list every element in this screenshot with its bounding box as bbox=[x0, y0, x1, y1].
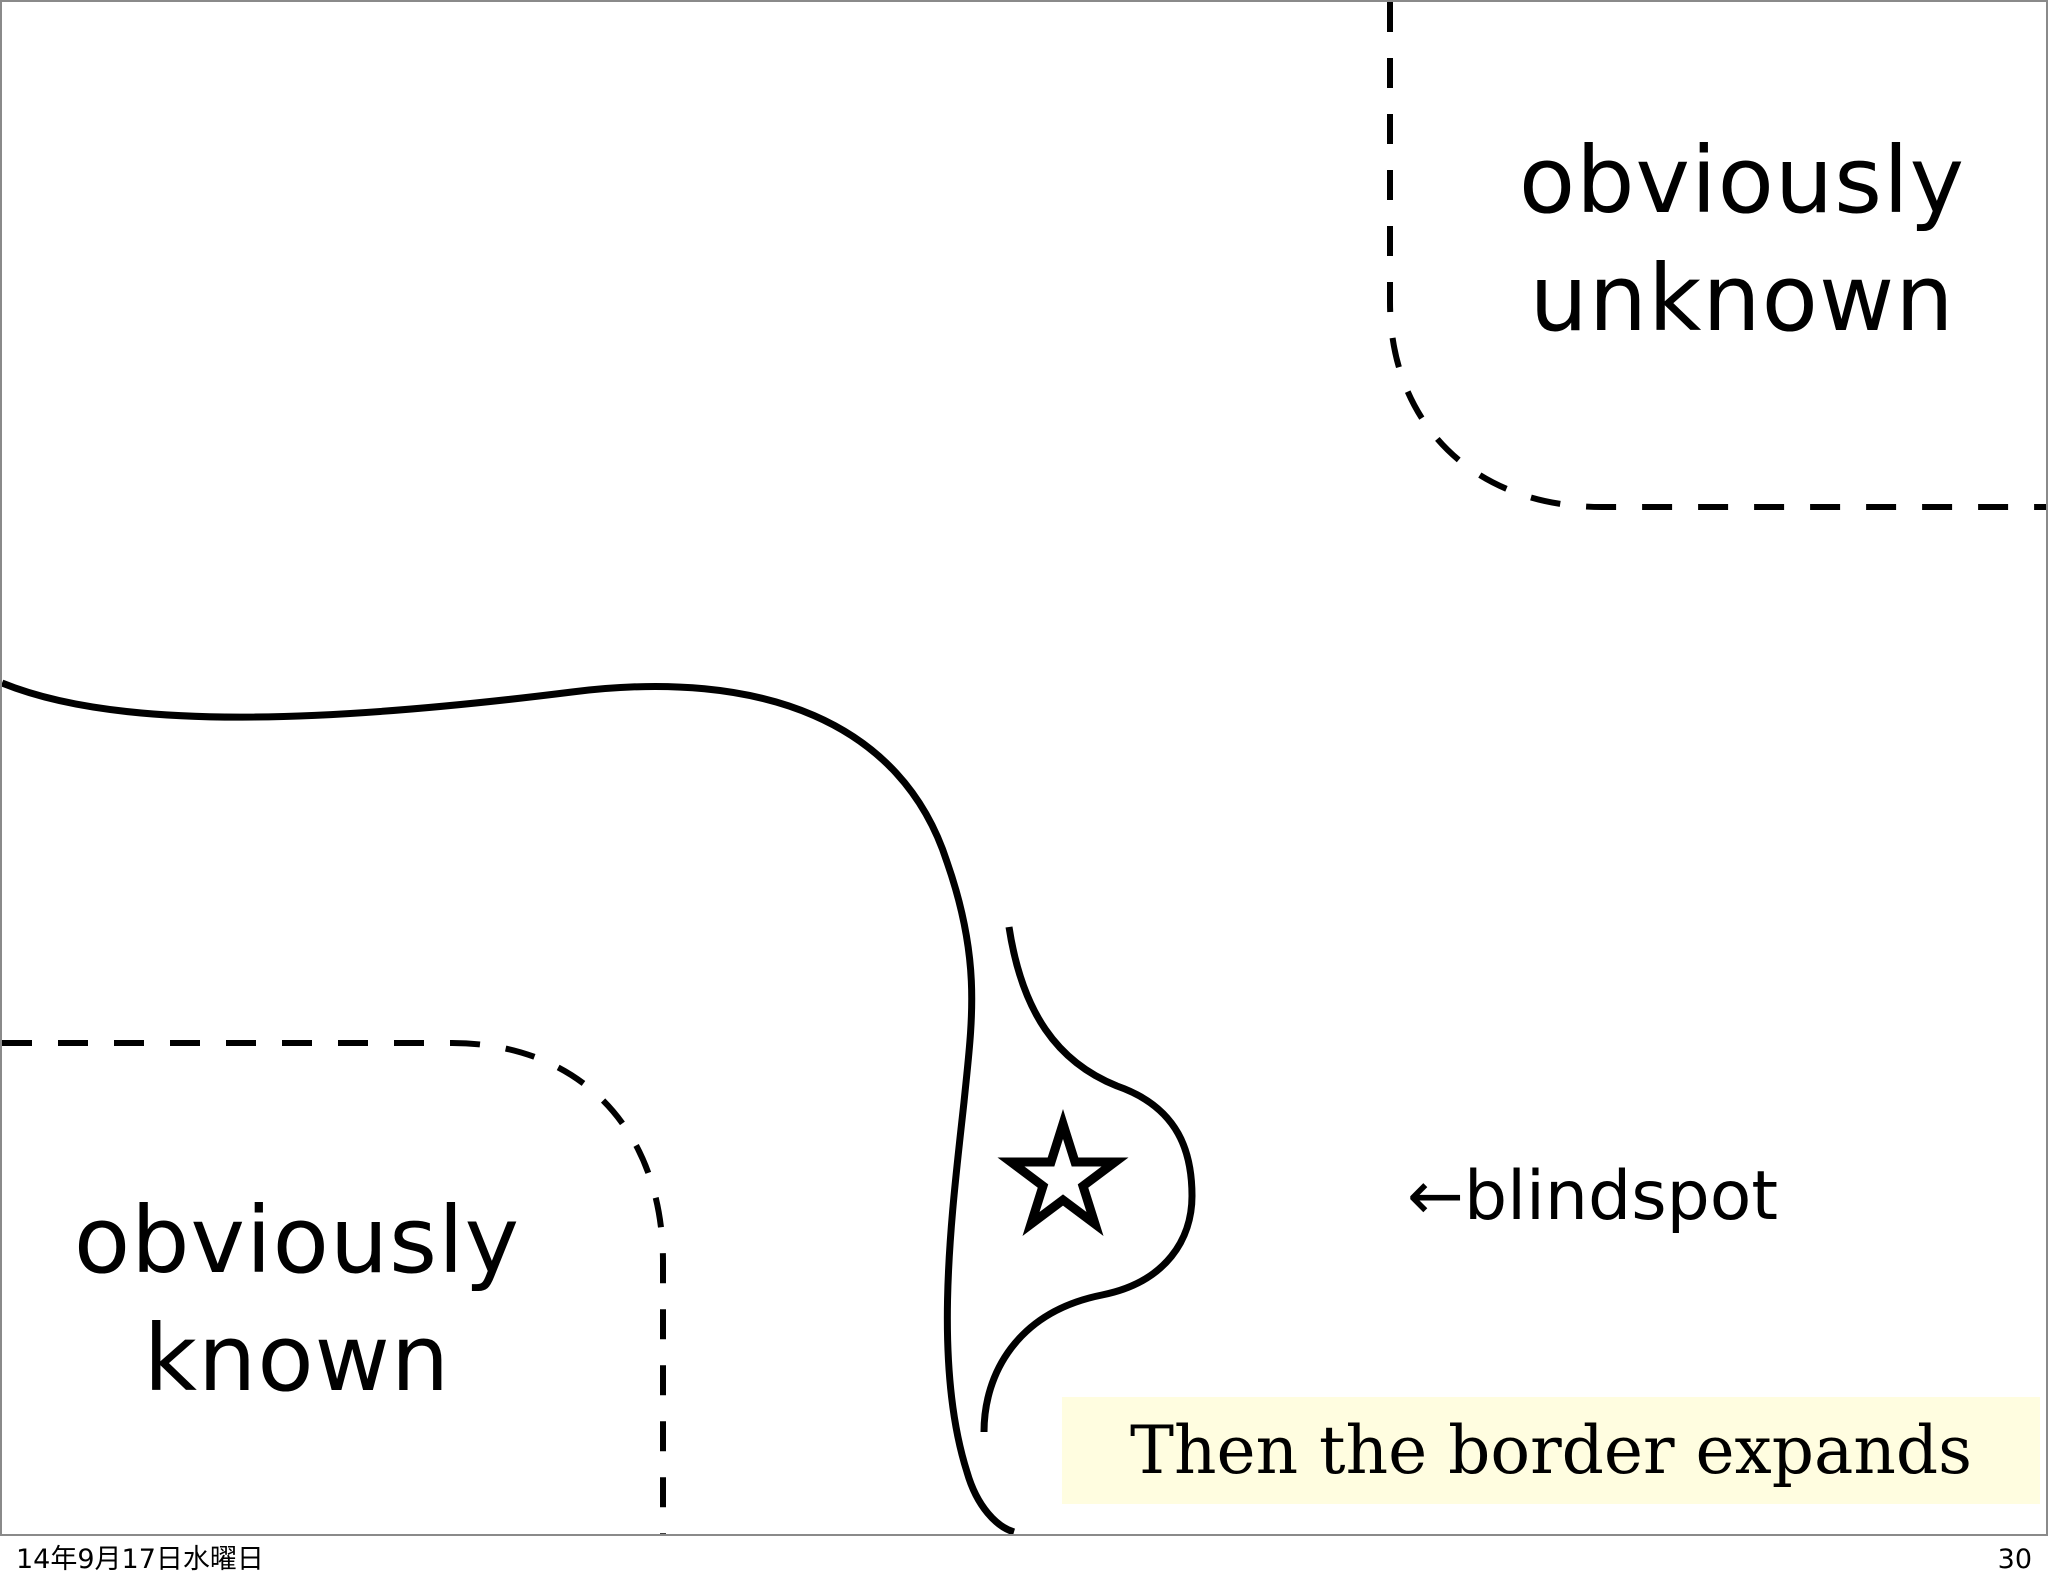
obviously-unknown-label: obviously unknown bbox=[1518, 127, 1966, 352]
slide: obviously unknown obviously known ←blind… bbox=[0, 0, 2048, 1536]
star-icon bbox=[997, 1109, 1129, 1237]
knowledge-border bbox=[2, 679, 1016, 1534]
caption-box: Then the border expands bbox=[1062, 1397, 2040, 1504]
known-region-boundary bbox=[2, 1040, 666, 1534]
footer-date: 14年9月17日水曜日 bbox=[16, 1544, 264, 1575]
obviously-known-label: obviously known bbox=[73, 1187, 521, 1412]
page-number: 30 bbox=[1997, 1544, 2032, 1575]
diagram bbox=[2, 2, 2046, 1534]
blindspot-boundary bbox=[980, 926, 1196, 1433]
blindspot-label: ←blindspot bbox=[1407, 1157, 1779, 1236]
unknown-region-boundary bbox=[1387, 2, 2046, 510]
